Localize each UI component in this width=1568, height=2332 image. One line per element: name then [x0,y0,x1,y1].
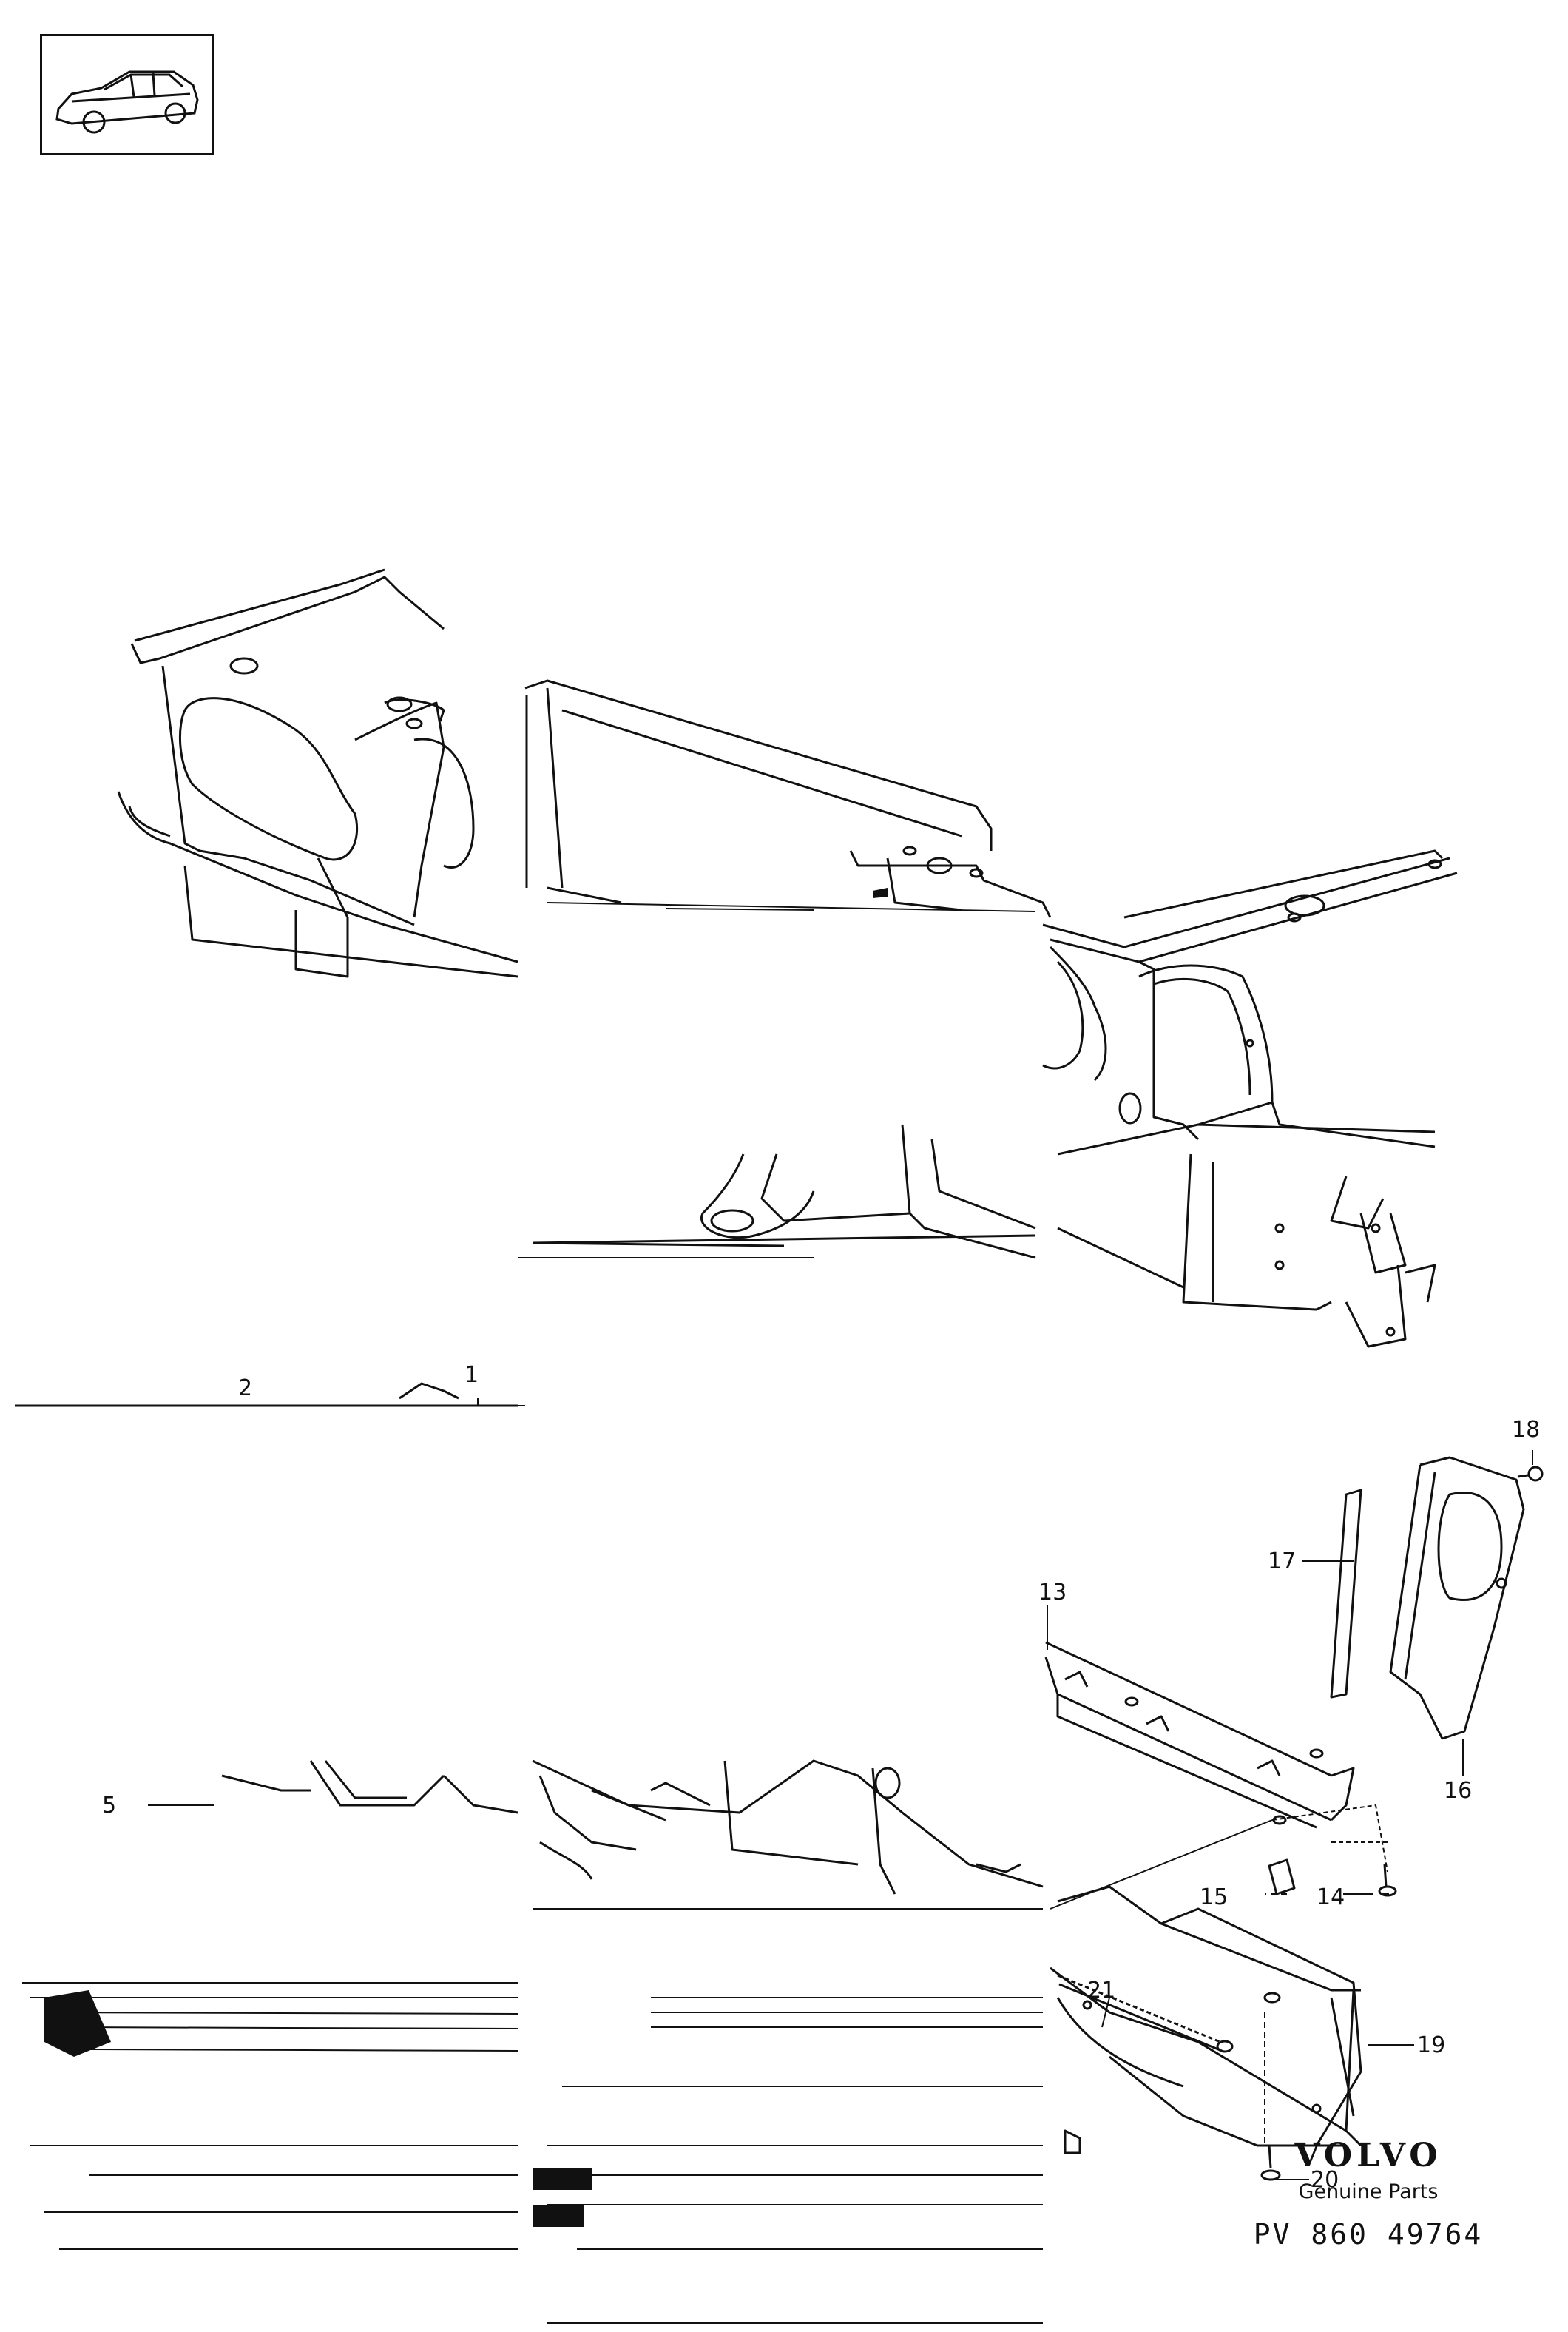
callout-14: 14 [1317,1884,1345,1910]
callout-16: 16 [1444,1778,1472,1804]
right-headlamp-panel [1042,849,1458,1348]
volvo-logo: VOLVO [1294,2137,1442,2174]
crossmember-19 [1050,1885,1362,2154]
callout-15: 15 [1200,1884,1228,1910]
callout-20: 20 [1311,2167,1339,2193]
callout-18: 18 [1512,1417,1540,1443]
callout-19: 19 [1417,2032,1445,2058]
scan-artifacts [22,902,1043,2324]
callout-13: 13 [1038,1580,1067,1605]
bumper-lower [15,1241,785,1407]
callout-5: 5 [102,1793,116,1819]
clip-15 [1268,1858,1296,1895]
screw-20 [1260,2145,1281,2181]
callout-labels: 1 2 5 13 14 15 16 17 18 19 20 21 [102,1362,1540,2193]
side-panel-16 [1389,1456,1525,1740]
radiator-crossmember [524,679,1052,1259]
callout-17: 17 [1268,1549,1296,1574]
seal-strip-17 [1330,1489,1362,1699]
left-headlamp-panel [117,568,518,978]
callout-2: 2 [238,1375,252,1401]
screw-14 [1378,1864,1397,1897]
brand-subtitle: Genuine Parts [1298,2180,1439,2203]
tube-21 [1057,1974,1234,2053]
car-sedan-icon [55,70,199,134]
leader-lines [148,1398,1533,2180]
diagram-part-number: PV 860 49764 [1253,2218,1484,2251]
callout-21: 21 [1087,1978,1115,2004]
front-frame-lower [221,1759,1044,1895]
vehicle-thumbnail [40,34,214,155]
screw-18 [1517,1466,1544,1482]
bracket-13 [1044,1641,1355,1829]
scan-blobs [44,888,888,2227]
brand-block: VOLVO Genuine Parts PV 860 49764 [1250,2137,1487,2251]
callout-1: 1 [464,1362,479,1388]
